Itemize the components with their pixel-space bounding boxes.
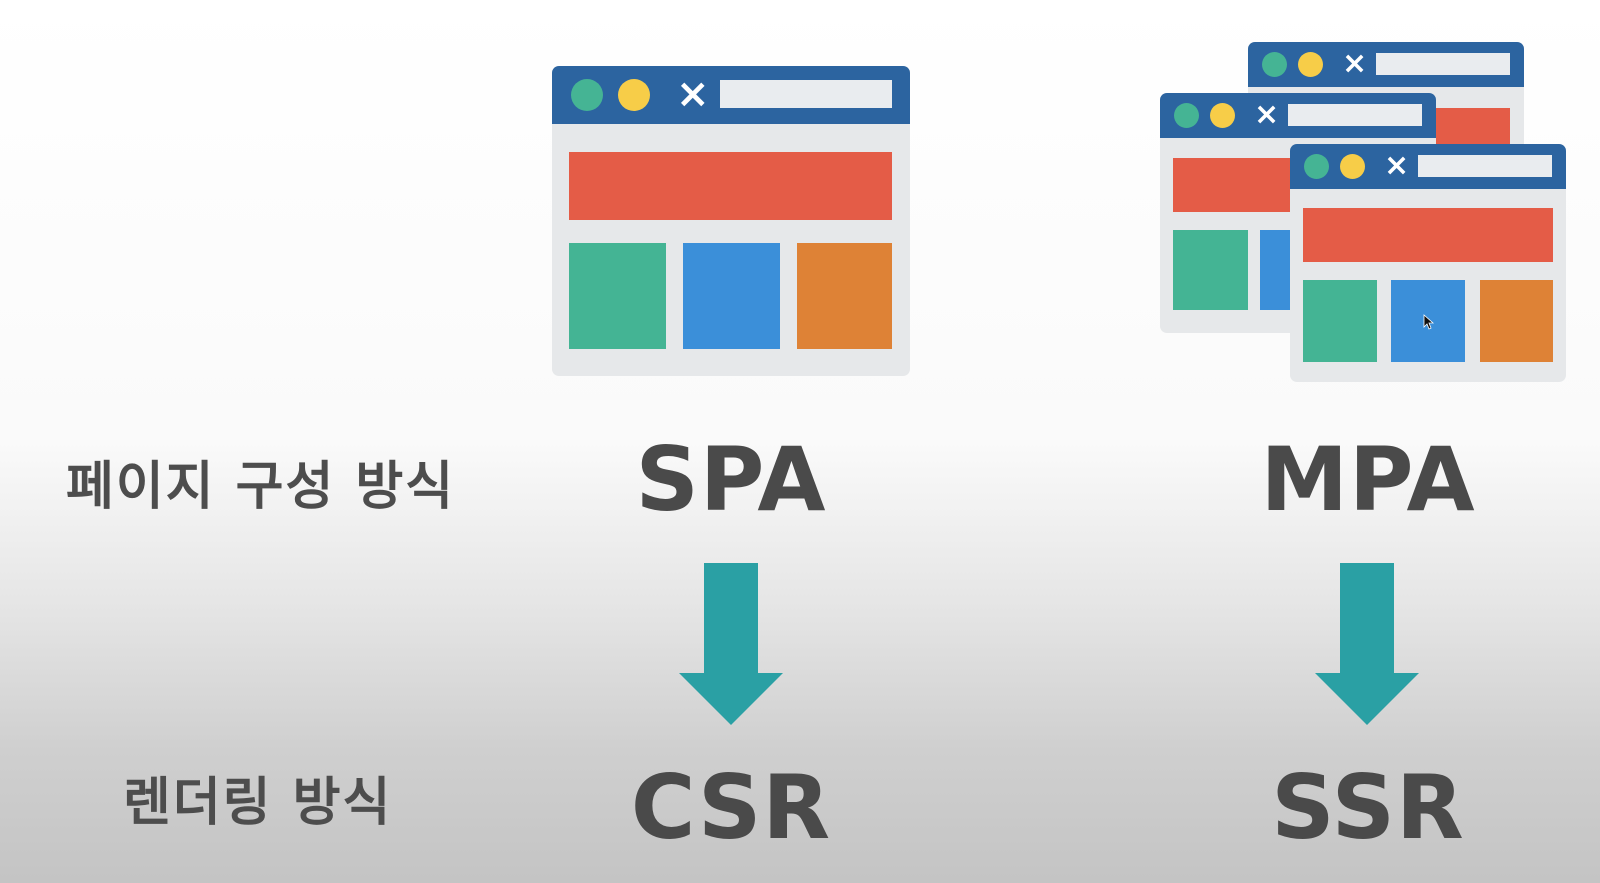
address-bar — [720, 80, 892, 108]
green-dot-icon — [571, 79, 603, 111]
down-arrow-icon — [679, 563, 783, 725]
yellow-dot-icon — [1210, 103, 1235, 128]
spa-browser-window-icon: × — [552, 66, 910, 376]
down-arrow-icon — [1315, 563, 1419, 725]
page-structure-label: 페이지 구성 방식 — [66, 457, 456, 517]
spa-title: SPA — [635, 428, 827, 531]
yellow-dot-icon — [1298, 52, 1323, 77]
yellow-dot-icon — [1340, 154, 1365, 179]
address-bar — [1376, 53, 1510, 75]
ssr-title: SSR — [1271, 756, 1465, 859]
green-dot-icon — [1174, 103, 1199, 128]
address-bar — [1288, 104, 1422, 126]
csr-title: CSR — [630, 756, 832, 859]
header-block — [1303, 208, 1553, 262]
close-icon: × — [1254, 97, 1280, 132]
orange-block — [1480, 280, 1553, 362]
green-block — [569, 243, 666, 349]
rendering-label: 렌더링 방식 — [123, 773, 393, 833]
green-dot-icon — [1262, 52, 1287, 77]
yellow-dot-icon — [618, 79, 650, 111]
green-block — [1173, 230, 1248, 310]
orange-block — [797, 243, 892, 349]
mpa-title: MPA — [1260, 428, 1476, 531]
close-icon: × — [1384, 148, 1410, 183]
blue-block — [683, 243, 780, 349]
mouse-cursor-icon — [1423, 314, 1435, 330]
address-bar — [1418, 155, 1552, 177]
green-block — [1303, 280, 1377, 362]
close-icon: × — [1342, 46, 1368, 81]
close-icon: × — [676, 71, 710, 117]
mpa-front-window-icon: × — [1290, 144, 1566, 382]
green-dot-icon — [1304, 154, 1329, 179]
header-block — [569, 152, 892, 220]
